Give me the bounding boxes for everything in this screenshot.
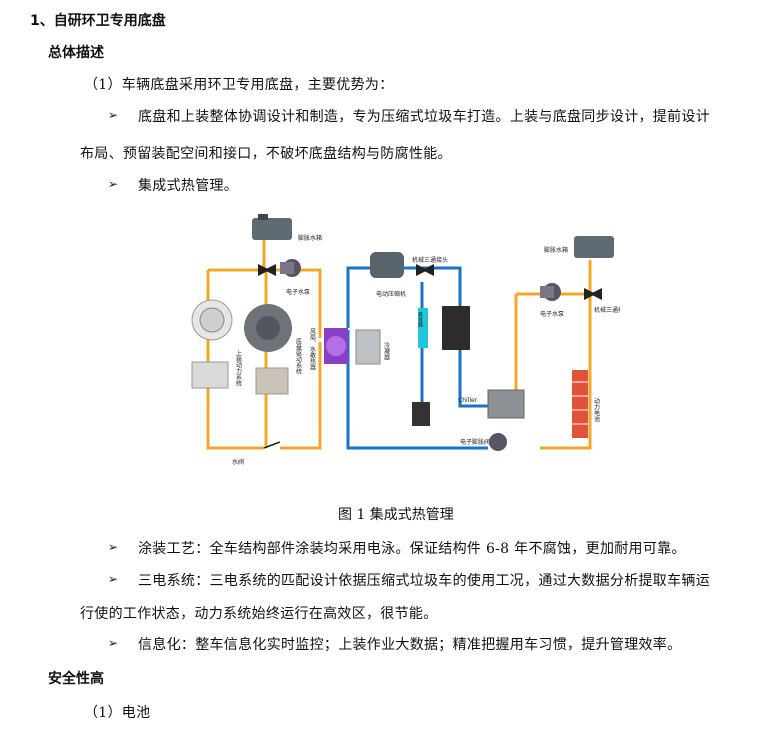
thermal-management-diagram: 膨胀水箱 电子水泵 上装动力系统 底盘驱动系统 风扇、水散热器 冷凝器 水阀 电…: [191, 214, 620, 466]
hvac-module-icon: [442, 306, 470, 350]
bullet-arrow-icon: ➢: [108, 108, 119, 122]
label-pump-right: 电子水泵: [540, 310, 564, 318]
battery-item: （1）电池: [84, 705, 151, 721]
item4-line1: 三电系统：三电系统的匹配设计依据压缩式垃圾车的使用工况，通过大数据分析提取车辆运: [138, 573, 710, 589]
bullet-arrow-icon: ➢: [108, 636, 119, 650]
label-expansion-tank-left: 膨胀水箱: [298, 234, 322, 242]
item5-text: 信息化：整车信息化实时监控；上装作业大数据；精准把握用车习惯，提升管理效率。: [138, 637, 682, 653]
item2-text: 集成式热管理。: [138, 178, 239, 194]
section-title: 1、自研环卫专用底盘: [30, 13, 166, 29]
item1-line1: 底盘和上装整体协调设计和制造，专为压缩式垃圾车打造。上装与底盘同步设计，提前设计: [138, 109, 710, 125]
item3-text: 涂装工艺：全车结构部件涂装均采用电泳。保证结构件 6-8 年不腐蚀，更加耐用可靠…: [138, 541, 686, 557]
compressor-icon: [370, 252, 404, 278]
label-valve: 水阀: [232, 458, 244, 466]
label-condenser: 冷凝器: [383, 341, 390, 361]
item4-line2: 行使的工作状态，动力系统始终运行在高效区，很节能。: [80, 606, 438, 622]
bullet-arrow-icon: ➢: [108, 177, 119, 191]
label-evaporator: 蒸发器: [417, 311, 423, 328]
water-valve-icon: [263, 441, 281, 449]
label-chassis-drive: 底盘驱动系统: [295, 337, 302, 375]
label-battery: 动力电池: [593, 398, 600, 422]
controller-right-icon: [255, 367, 289, 395]
chiller-icon: [487, 389, 525, 419]
controller-left-icon: [191, 361, 229, 389]
evaporator-icon: [418, 308, 428, 348]
label-expansion-valve: 电子膨胀阀: [460, 438, 490, 446]
label-expansion-tank-right: 膨胀水箱: [544, 246, 568, 254]
bullet-arrow-icon: ➢: [108, 540, 119, 554]
expansion-tank-right-icon: [574, 236, 614, 258]
condenser-icon: [355, 329, 381, 365]
label-compressor: 电动压缩机: [376, 290, 406, 298]
expansion-valve-icon: [412, 402, 430, 426]
bullet-arrow-icon: ➢: [108, 572, 119, 586]
bottom-pump-icon: [489, 433, 507, 451]
label-motor-system: 上装动力系统: [235, 349, 242, 387]
battery-icon: [572, 370, 588, 438]
label-chiller: Chiller: [458, 397, 478, 404]
intro-text: （1）车辆底盘采用环卫专用底盘，主要优势为：: [84, 77, 394, 93]
figure-caption: 图 1 集成式热管理: [338, 507, 454, 523]
label-radiator: 风扇、水散热器: [309, 328, 316, 371]
safety-heading: 安全性高: [48, 671, 104, 687]
label-three-way-right: 机械三通接头: [594, 306, 620, 314]
expansion-tank-left-icon: [252, 218, 292, 240]
label-pump-left: 电子水泵: [286, 288, 310, 296]
overview-heading: 总体描述: [48, 45, 104, 61]
item1-line2: 布局、预留装配空间和接口，不破坏底盘结构与防腐性能。: [80, 146, 452, 162]
label-three-way-mid: 机械三通接头: [412, 256, 448, 264]
